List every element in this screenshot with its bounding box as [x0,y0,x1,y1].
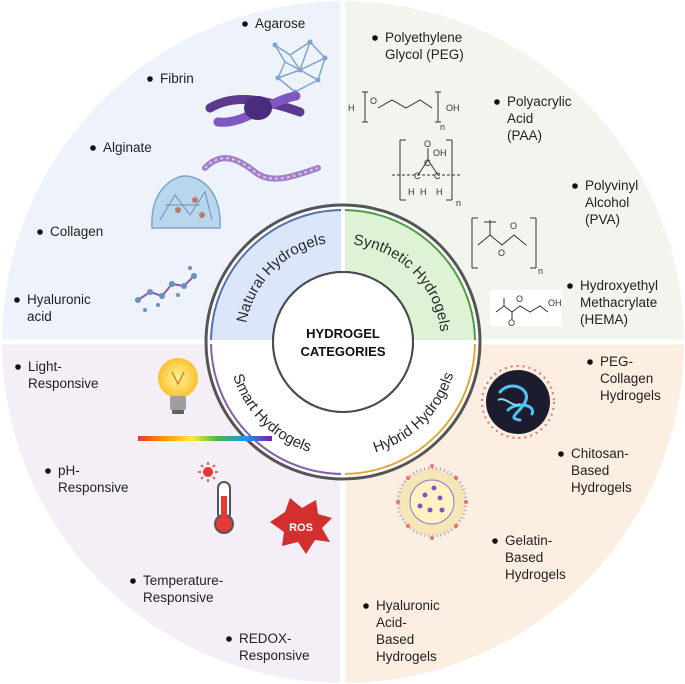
agarose-network-icon [272,39,328,95]
ros-label: ROS [289,522,313,534]
smart-item-label: Light-Responsive [28,359,99,391]
alginate-strand-icon [202,155,321,182]
bullet-dot [494,99,500,105]
smart-item: REDOX-Responsive [226,631,310,663]
smart-item: pH-Responsive [45,463,129,495]
smart-item-label: pH-Responsive [58,463,129,495]
paa-h2-label: H [420,187,427,197]
gelatin-nanoparticle-icon [396,464,468,540]
smart-item: Light-Responsive [15,359,99,391]
pva-n-label: n [538,266,543,276]
center-title-line1: HYDROGEL [306,326,380,341]
pva-o2-label: O [498,248,505,258]
paa-c2-label: C [414,171,421,181]
peg-collagen-sphere-icon [481,365,555,439]
bullet-dot [45,468,51,474]
paa-structure-icon: OH C O C C H H H n [392,139,461,208]
paa-o-label: O [424,139,431,149]
paa-c1-label: C [424,158,431,168]
pva-o1-label: O [510,221,517,231]
natural-item-label: Collagen [50,224,103,239]
sun-icon [198,462,218,482]
bullet-dot [242,21,248,27]
hema-structure-icon: O O OH [490,290,562,328]
ros-burst-icon: ROS [270,498,332,554]
smart-item-label: REDOX-Responsive [239,631,310,663]
hema-oh-label: OH [548,298,562,308]
bullet-dot [14,297,20,303]
peg-o-label: O [370,96,377,106]
bullet-dot [37,229,43,235]
natural-item: Collagen [37,224,103,239]
smart-item-label: Temperature-Responsive [143,573,223,605]
hyaluronic-chain-icon [135,266,197,312]
natural-item-label: Fibrin [160,71,194,86]
hema-o2-label: O [516,294,523,304]
peg-structure-icon: H O OH n [348,91,460,132]
pva-structure-icon: O O n [471,217,543,276]
natural-item: Alginate [90,140,152,155]
smart-items: Light-Responsive pH-ResponsiveTemperature… [15,359,310,663]
collagen-mesh-icon [151,175,221,229]
light-bulb-icon [158,358,198,414]
bullet-dot [15,364,21,370]
center-title-line2: CATEGORIES [301,344,386,359]
peg-oh-label: OH [446,103,460,113]
bullet-dot [372,35,378,41]
bullet-dot [226,636,232,642]
ring-outline [204,203,482,481]
smart-item: Temperature-Responsive [130,573,223,605]
center-circle-top [272,271,414,413]
bullet-dot [587,359,593,365]
bullet-dot [147,76,153,82]
peg-h-label: H [348,103,355,113]
bullet-dot [130,578,136,584]
bullet-dot [558,451,564,457]
paa-c3-label: C [434,171,441,181]
natural-item-label: Agarose [255,16,305,31]
natural-item: Fibrin [147,71,194,86]
bullet-dot [363,603,369,609]
paa-oh-label: OH [433,148,447,158]
light-spectrum-bar [138,436,272,441]
natural-item-label: Alginate [103,140,152,155]
paa-h1-label: H [408,187,415,197]
bullet-dot [572,183,578,189]
hema-o1-label: O [508,318,515,328]
bullet-dot [90,145,96,151]
paa-h3-label: H [436,187,443,197]
bullet-dot [567,283,573,289]
thermometer-icon [214,481,234,534]
paa-n-label: n [456,198,461,208]
bullet-dot [492,538,498,544]
fibrin-knot-icon [205,91,305,127]
natural-item: Agarose [242,16,305,31]
peg-n-label: n [440,122,445,132]
